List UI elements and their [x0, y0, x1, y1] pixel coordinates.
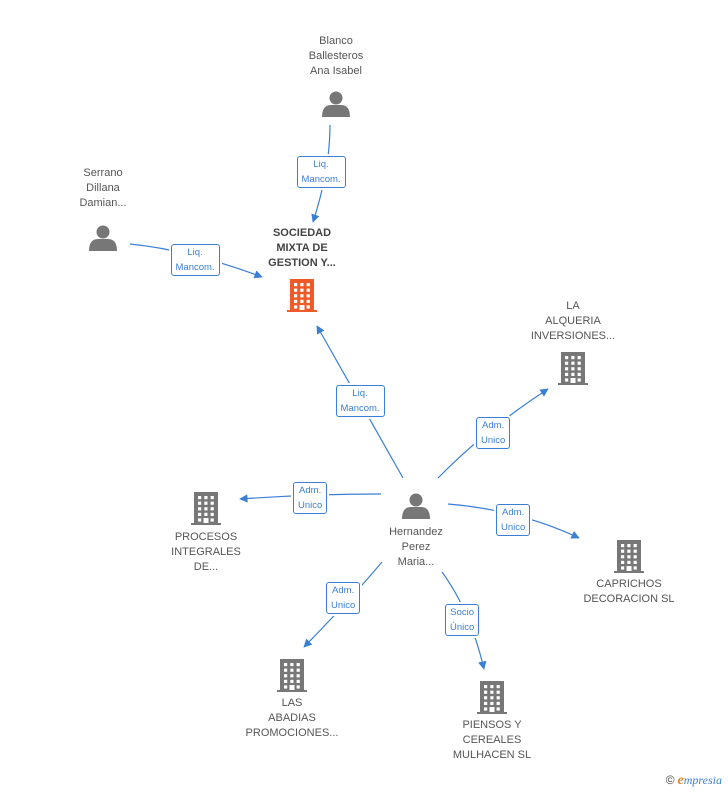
- node-label-line: Perez: [401, 541, 431, 553]
- relation-badge-blanco-sociedad[interactable]: Liq. Mancom.: [296, 156, 346, 188]
- node-label-line: Ballesteros: [308, 50, 364, 62]
- relation-badge-line: Liq.: [313, 159, 329, 170]
- relation-badge-line: Liq.: [187, 247, 203, 258]
- relation-badge-line: Unico: [501, 522, 526, 533]
- empresia-logo: ©empresia: [666, 773, 722, 789]
- node-label-line: Maria...: [397, 556, 435, 568]
- node-label-line: LA: [566, 300, 580, 312]
- copyright-symbol: ©: [665, 773, 675, 787]
- relation-badge-line: Adm.: [502, 507, 525, 518]
- node-label-line: Ana Isabel: [310, 65, 362, 77]
- node-label-line: Blanco: [319, 35, 353, 47]
- node-label-line: Serrano: [83, 167, 123, 179]
- node-label-piensos[interactable]: PIENSOS Y CEREALES MULHACEN SL: [432, 718, 552, 763]
- relation-badge-hernandez-abadias[interactable]: Adm. Unico: [326, 582, 361, 614]
- building-icon-piensos[interactable]: [477, 681, 507, 714]
- relation-badge-line: Unico: [481, 435, 506, 446]
- node-label-sociedad[interactable]: SOCIEDAD MIXTA DE GESTION Y...: [242, 226, 362, 271]
- node-label-line: PROMOCIONES...: [245, 727, 339, 739]
- node-label-line: GESTION Y...: [268, 257, 336, 269]
- brand-name: mpresia: [683, 773, 722, 787]
- node-label-line: ALQUERIA: [545, 315, 601, 327]
- relation-badge-serrano-sociedad[interactable]: Liq. Mancom.: [170, 244, 220, 276]
- node-label-caprichos[interactable]: CAPRICHOS DECORACION SL: [569, 577, 689, 607]
- node-label-alqueria[interactable]: LA ALQUERIA INVERSIONES...: [513, 299, 633, 344]
- node-label-line: CEREALES: [462, 734, 522, 746]
- person-icon-serrano[interactable]: [89, 225, 117, 252]
- node-label-line: MULHACEN SL: [452, 749, 532, 761]
- building-icon-abadias[interactable]: [277, 659, 307, 692]
- node-label-line: DECORACION SL: [583, 593, 675, 605]
- node-label-procesos[interactable]: PROCESOS INTEGRALES DE...: [146, 530, 266, 575]
- relation-badge-hernandez-alqueria[interactable]: Adm. Unico: [476, 417, 511, 449]
- brand-initial: e: [677, 773, 684, 788]
- relation-badge-line: Adm.: [482, 420, 505, 431]
- node-label-line: Hernandez: [389, 526, 443, 538]
- relation-badge-line: Adm.: [332, 585, 355, 596]
- relation-badge-hernandez-procesos[interactable]: Adm. Unico: [293, 482, 328, 514]
- relation-badge-hernandez-caprichos[interactable]: Adm. Unico: [496, 504, 531, 536]
- building-icon-procesos[interactable]: [191, 492, 221, 525]
- relation-badge-line: Unico: [331, 600, 356, 611]
- relation-badge-line: Mancom.: [175, 262, 215, 273]
- relation-badge-line: Adm.: [299, 485, 322, 496]
- node-label-line: INVERSIONES...: [530, 330, 616, 342]
- node-label-line: PROCESOS: [174, 531, 238, 543]
- building-icon-alqueria[interactable]: [558, 352, 588, 385]
- relation-badge-line: Socio: [450, 607, 475, 618]
- node-label-line: SOCIEDAD: [272, 227, 332, 239]
- node-label-line: DE...: [193, 561, 219, 573]
- building-icon-sociedad[interactable]: [287, 279, 317, 312]
- relation-badge-line: Liq.: [352, 388, 368, 399]
- node-label-line: ABADIAS: [268, 712, 316, 724]
- relation-badge-line: Mancom.: [340, 403, 380, 414]
- relation-badge-line: Mancom.: [301, 174, 341, 185]
- node-label-line: MIXTA DE: [276, 242, 328, 254]
- person-icon-blanco[interactable]: [322, 91, 350, 118]
- relation-badge-line: Unico: [298, 500, 323, 511]
- building-icon-caprichos[interactable]: [614, 540, 644, 573]
- node-label-line: CAPRICHOS: [596, 578, 662, 590]
- relation-badge-hernandez-sociedad[interactable]: Liq. Mancom.: [335, 385, 385, 417]
- node-label-line: Damian...: [79, 197, 127, 209]
- node-label-line: Dillana: [86, 182, 120, 194]
- node-label-line: INTEGRALES: [171, 546, 241, 558]
- node-label-abadias[interactable]: LAS ABADIAS PROMOCIONES...: [232, 696, 352, 741]
- node-label-line: PIENSOS Y: [462, 719, 522, 731]
- relation-badge-line: Único: [450, 622, 475, 633]
- person-icon-hernandez[interactable]: [402, 493, 430, 520]
- node-label-line: LAS: [281, 697, 303, 709]
